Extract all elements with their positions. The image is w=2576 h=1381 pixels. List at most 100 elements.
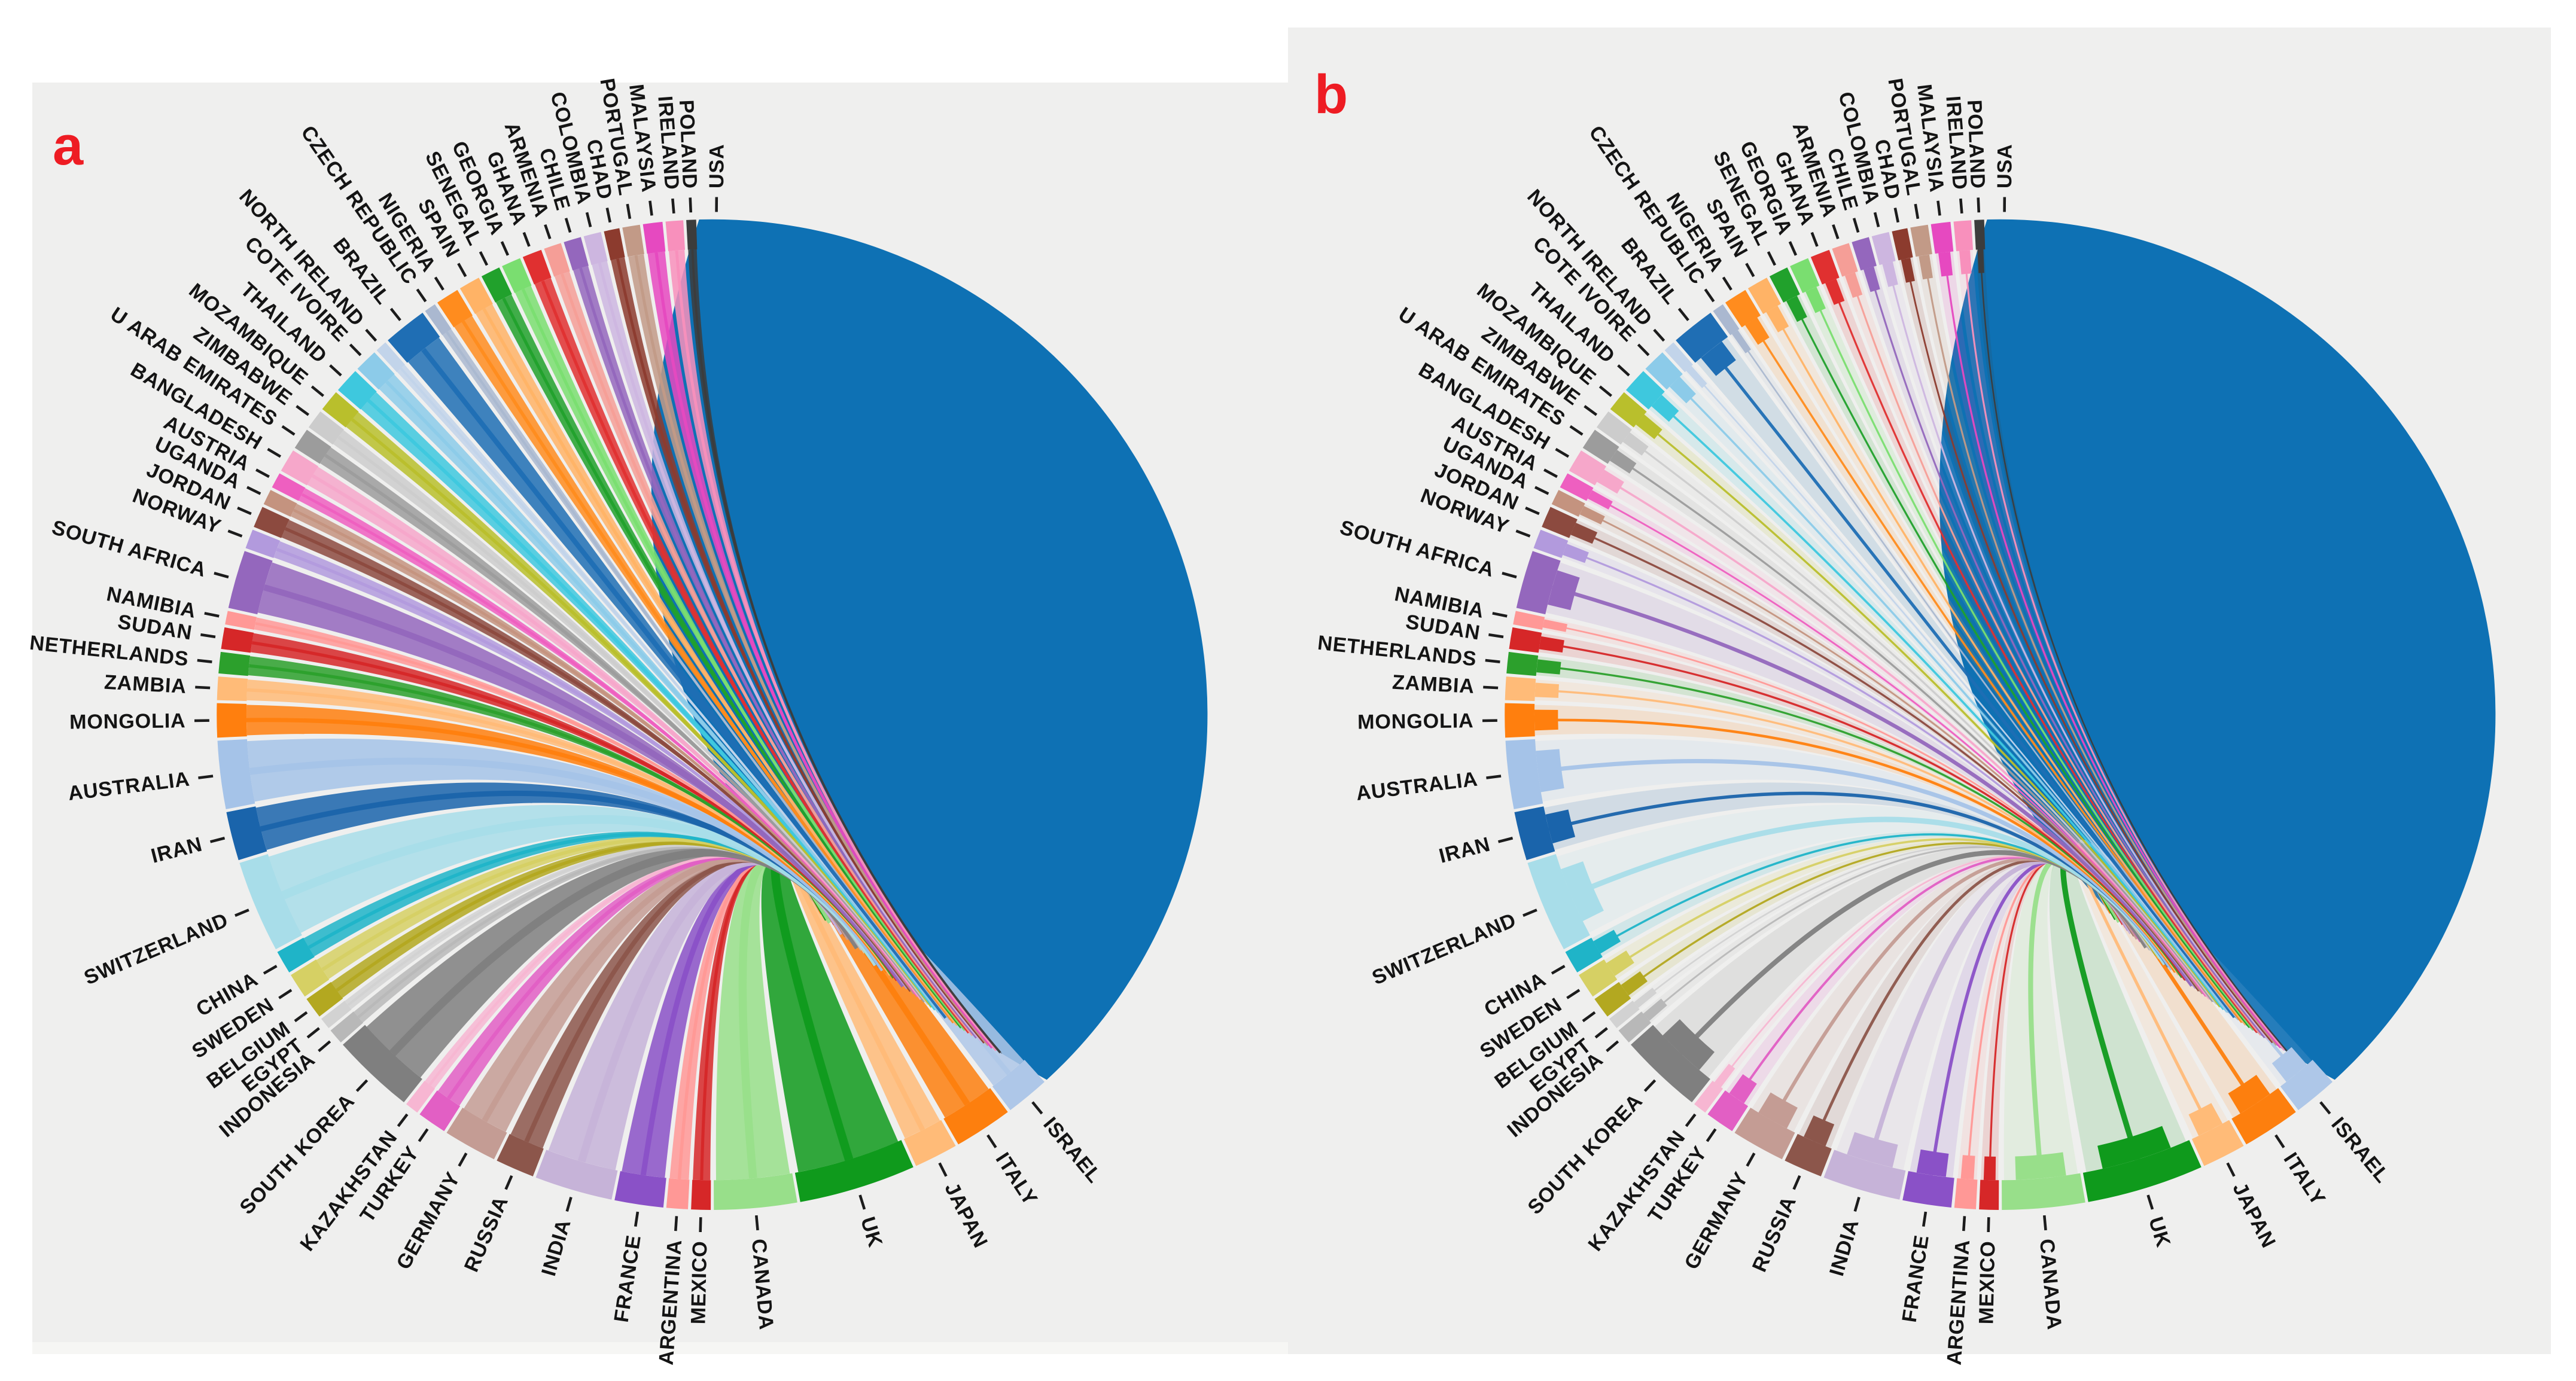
sector-SENEGAL	[481, 267, 512, 303]
sector-SWITZERLAND	[239, 853, 302, 950]
sector-root-COLOMBIA	[1882, 261, 1898, 287]
sector-root-FRANCE	[1916, 1149, 1949, 1177]
sector-ITALY	[2231, 1088, 2296, 1145]
label-tick-NETHERLANDS	[1485, 659, 1500, 663]
label-tick-MOZAMBIQUE	[310, 385, 324, 397]
sector-MEXICO	[1979, 1179, 1999, 1210]
sector-root-ARGENTINA	[1960, 1155, 1975, 1180]
ribbon-line-IRELAND	[1963, 250, 2285, 1051]
ribbon-line-COTE IVOIRE	[385, 380, 941, 1014]
sector-root-ARMENIA	[1844, 272, 1863, 298]
label-tick-U ARAB EMIRATES	[1569, 425, 1584, 436]
label-tick-BELGIUM	[1582, 1011, 1596, 1023]
sector-root-SOUTH KOREA	[1662, 1019, 1715, 1071]
ribbon-U ARAB EMIRATES	[320, 447, 927, 1004]
label-tick-NORWAY	[1515, 529, 1531, 538]
sector-U ARAB EMIRATES	[294, 429, 331, 464]
ribbon-BELGIUM	[331, 841, 870, 998]
panel-b-letter: b	[1314, 64, 1348, 125]
sector-MALAYSIA	[1931, 221, 1954, 254]
country-label-SWITZERLAND: SWITZERLAND	[1369, 909, 1520, 989]
country-label-INDIA: INDIA	[537, 1217, 576, 1279]
ribbon-BRAZIL	[1696, 337, 2237, 1019]
ribbon-GERMANY	[464, 856, 851, 1132]
label-tick-INDONESIA	[1606, 1040, 1619, 1053]
sector-MOZAMBIQUE	[322, 392, 359, 428]
sector-THAILAND	[337, 371, 377, 410]
country-label-ITALY: ITALY	[991, 1148, 1042, 1209]
ribbon-JAPAN	[2070, 849, 2228, 1139]
label-tick-SPAIN	[457, 263, 467, 278]
sector-root-RUSSIA	[1804, 1115, 1835, 1147]
ribbon-CHINA	[303, 831, 876, 963]
sector-root-IRELAND	[1959, 250, 1972, 275]
label-tick-SOUTH KOREA	[355, 1079, 369, 1092]
label-tick-POLAND	[1977, 197, 1981, 213]
ribbon-line-GEORGIA	[1810, 288, 2254, 1031]
ribbon-NORTH IRELAND	[397, 365, 945, 1016]
ribbon-BANGLADESH	[1595, 467, 2211, 1001]
sector-SOUTH AFRICA	[228, 551, 273, 615]
label-tick-BELGIUM	[294, 1011, 308, 1023]
ribbon-GEORGIA	[514, 285, 967, 1032]
ribbon-U ARAB EMIRATES	[1608, 447, 2215, 1004]
label-tick-MALAYSIA	[1936, 200, 1941, 216]
ribbon-line-NORTH IRELAND	[1688, 367, 2232, 1016]
sector-UGANDA	[1551, 490, 1585, 517]
sector-CZECH REPUBLIC	[1713, 304, 1740, 336]
sector-root-IRAN	[1545, 809, 1576, 844]
sector-IRAN	[226, 806, 267, 861]
label-tick-NAMIBIA	[204, 612, 220, 618]
country-label-ARGENTINA: ARGENTINA	[1943, 1239, 1975, 1366]
ribbon-AUSTRALIA	[1535, 738, 2174, 971]
country-label-POLAND: POLAND	[675, 99, 701, 190]
sector-ZAMBIA	[1505, 676, 1536, 702]
ribbon-MEXICO	[1981, 858, 2124, 1181]
label-tick-SENEGAL	[479, 251, 489, 266]
label-tick-JORDAN	[1525, 507, 1540, 516]
label-tick-CHAD	[1893, 208, 1900, 223]
sector-JAPAN	[2191, 1120, 2244, 1166]
label-tick-SOUTH AFRICA	[1502, 572, 1517, 579]
sector-root-PORTUGAL	[1919, 254, 1933, 280]
sector-CHILE	[564, 237, 589, 271]
country-label-RUSSIA: RUSSIA	[1748, 1193, 1801, 1275]
sector-root-BRAZIL	[1701, 341, 1736, 376]
sector-root-SENEGAL	[1786, 295, 1807, 322]
sector-MOZAMBIQUE	[1610, 392, 1647, 428]
figure-bottom-band	[32, 1342, 1288, 1354]
ribbon-line-BRAZIL	[421, 347, 949, 1019]
country-label-UK: UK	[856, 1214, 887, 1250]
country-label-CANADA: CANADA	[2035, 1238, 2066, 1331]
label-tick-SWITZERLAND	[1523, 909, 1537, 917]
country-label-JAPAN: JAPAN	[2228, 1179, 2280, 1252]
sector-CHINA	[277, 937, 315, 973]
ribbon-GEORGIA	[1802, 285, 2255, 1032]
label-tick-JAPAN	[2226, 1162, 2236, 1177]
sector-root-NORTH IRELAND	[1686, 365, 1707, 388]
sector-MEXICO	[691, 1179, 711, 1210]
label-tick-BANGLADESH	[1555, 447, 1570, 458]
country-label-MEXICO: MEXICO	[1975, 1240, 1999, 1324]
ribbon-line-CHILE	[1868, 267, 2266, 1038]
sector-SOUTH KOREA	[1631, 1025, 1710, 1103]
label-tick-CZECH REPUBLIC	[416, 288, 427, 303]
label-tick-ARMENIA	[544, 224, 552, 240]
label-tick-CHINA	[263, 965, 278, 975]
label-tick-GHANA	[1810, 231, 1819, 247]
label-tick-NORWAY	[227, 529, 243, 538]
label-tick-KAZAKHSTAN	[1685, 1113, 1697, 1127]
sector-BRAZIL	[388, 312, 440, 363]
sector-root-U ARAB EMIRATES	[1609, 450, 1637, 474]
label-tick-UK	[2146, 1194, 2154, 1210]
country-label-ARGENTINA: ARGENTINA	[655, 1239, 687, 1366]
sector-SENEGAL	[1769, 267, 1800, 303]
sector-root-KAZAKHSTAN	[1714, 1063, 1735, 1087]
sector-CANADA	[714, 1173, 797, 1210]
label-tick-COTE IVOIRE	[349, 343, 362, 356]
ribbon-line-PORTUGAL	[1923, 255, 2277, 1046]
ribbon-SENEGAL	[495, 294, 964, 1029]
sector-root-INDONESIA	[1643, 998, 1667, 1021]
sector-POLAND	[686, 220, 698, 250]
sector-root-CHINA	[1593, 929, 1621, 954]
